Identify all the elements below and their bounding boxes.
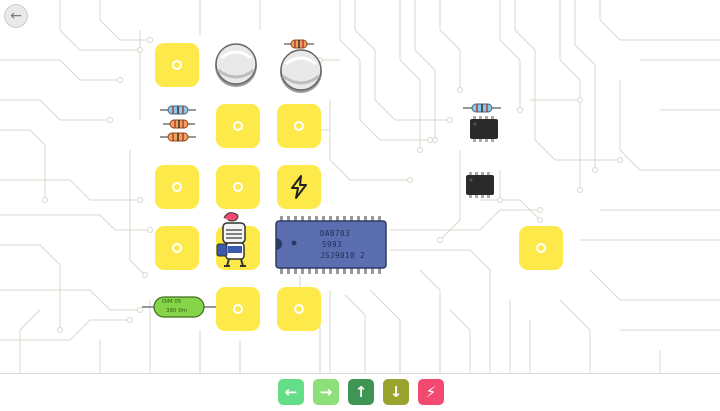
knight-robot-player: [216, 212, 246, 267]
tile-marker: [172, 182, 182, 192]
arrow-down-icon: ↓: [389, 383, 403, 401]
resistor-component: [463, 103, 501, 113]
push-button-component: [215, 43, 257, 87]
arrow-up-button[interactable]: ↑: [348, 379, 374, 405]
goal-tile: [519, 226, 563, 270]
resistor-component: [284, 39, 314, 49]
chip-label-line2: S993: [322, 240, 343, 249]
path-tile: [155, 165, 199, 209]
power-tile: [277, 165, 321, 209]
tile-marker: [536, 243, 546, 253]
lightning-button[interactable]: ⚡: [418, 379, 444, 405]
arrow-left-button[interactable]: ←: [278, 379, 304, 405]
large-ic-chip: [275, 216, 387, 274]
arrow-left-icon: ←: [284, 383, 298, 401]
resistor-label-line1: DIM 05: [162, 299, 182, 305]
tile-marker: [233, 304, 243, 314]
tile-marker: [294, 304, 304, 314]
path-tile: [277, 287, 321, 331]
chip-label-line1: DAB703: [320, 229, 351, 238]
tile-marker: [172, 243, 182, 253]
resistor-component: [160, 132, 196, 142]
path-tile: [155, 43, 199, 87]
arrow-right-icon: →: [319, 383, 333, 401]
tile-marker: [172, 60, 182, 70]
path-tile: [216, 104, 260, 148]
resistor-component: [163, 119, 195, 129]
push-button-component: [280, 49, 322, 93]
lightning-bolt-icon: [291, 175, 307, 199]
lightning-icon: ⚡: [425, 383, 437, 401]
labeled-resistor-component: [142, 296, 216, 318]
path-tile: [155, 226, 199, 270]
back-button[interactable]: ←: [4, 4, 28, 28]
back-arrow-icon: ←: [10, 8, 22, 24]
tile-marker: [294, 121, 304, 131]
arrow-right-button[interactable]: →: [313, 379, 339, 405]
arrow-up-icon: ↑: [354, 383, 368, 401]
resistor-label-line2: 390 0m: [166, 308, 188, 314]
path-tile: [216, 165, 260, 209]
path-tile: [216, 287, 260, 331]
tile-marker: [233, 182, 243, 192]
circuit-traces-background: [0, 0, 720, 373]
chip-label-line3: JSJ9010 2: [320, 251, 366, 260]
tile-marker: [233, 121, 243, 131]
resistor-component: [160, 105, 196, 115]
path-tile: [277, 104, 321, 148]
small-ic-chip: [466, 172, 494, 198]
arrow-down-button[interactable]: ↓: [383, 379, 409, 405]
small-ic-chip: [470, 116, 498, 142]
